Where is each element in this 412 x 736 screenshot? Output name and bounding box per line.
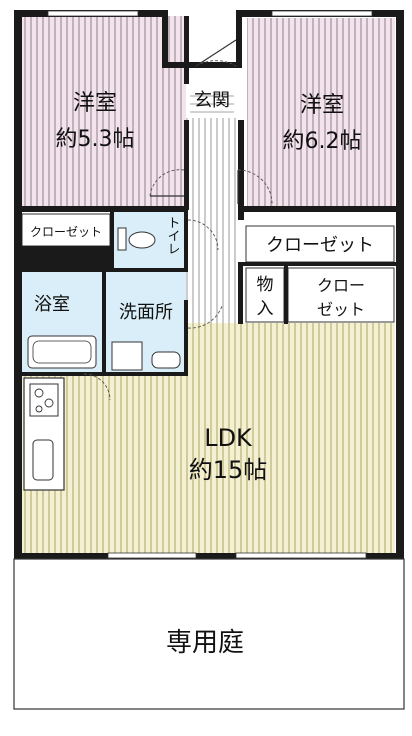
east-closet-bottom-area — [287, 267, 395, 323]
entrance-label: 玄関 — [194, 90, 230, 111]
east-bedroom-size: 約6.2帖 — [283, 129, 362, 154]
storage-area — [245, 267, 285, 323]
pipe-space — [22, 248, 110, 268]
storage-label-2: 入 — [257, 299, 274, 319]
washing-machine — [111, 341, 143, 371]
east-bedroom-area — [247, 18, 395, 210]
washroom-label: 洗面所 — [119, 302, 173, 323]
bath-label: 浴室 — [34, 294, 70, 315]
windows — [47, 10, 373, 559]
toilet-bowl — [128, 231, 156, 249]
east-closet-bottom-label-2: ゼット — [317, 300, 365, 319]
west-closet-label: クローゼット — [30, 225, 102, 239]
entrance-tiles — [190, 95, 234, 113]
door-swings — [83, 60, 273, 401]
toilet-label: トイレ — [165, 216, 180, 255]
door-leaves — [150, 39, 239, 204]
east-bedroom-label: 洋室 — [300, 93, 344, 118]
sink — [32, 439, 54, 481]
stove — [29, 383, 59, 417]
ldk-label: LDK — [204, 424, 253, 452]
west-bedroom-size: 約5.3帖 — [56, 127, 135, 152]
wash-basin — [151, 351, 181, 369]
bathtub — [27, 335, 97, 369]
west-bedroom-area — [22, 16, 186, 208]
west-bedroom-label: 洋室 — [73, 91, 117, 116]
walls — [14, 10, 404, 559]
entrance-area — [186, 86, 236, 118]
hallway-area — [186, 118, 238, 328]
garden-label: 専用庭 — [166, 628, 244, 658]
storage-label-1: 物 — [257, 275, 274, 295]
west-closet-area — [21, 213, 111, 247]
garden-area — [13, 558, 405, 710]
east-closet-top-label: クローゼット — [266, 235, 374, 256]
east-closet-bottom-label-1: クロー — [317, 276, 365, 295]
east-closet-top-area — [245, 225, 395, 263]
ldk-size: 約15帖 — [189, 456, 268, 484]
